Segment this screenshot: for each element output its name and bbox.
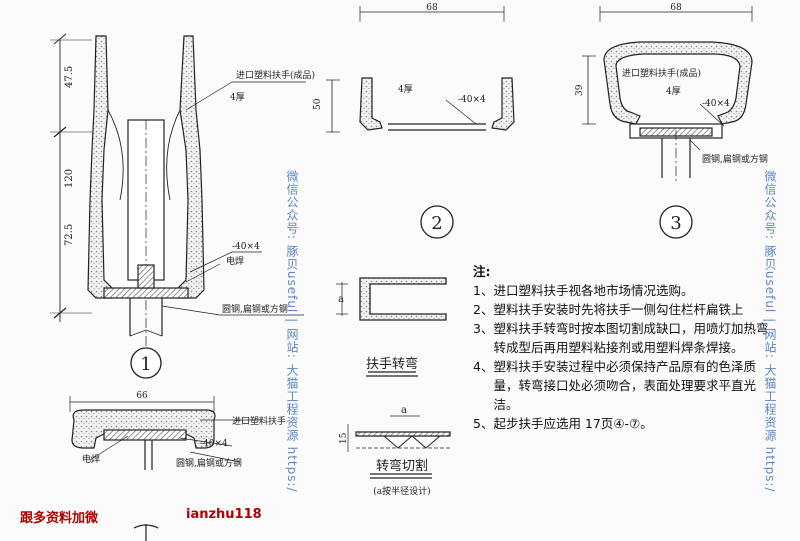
cut-subtitle: (a按半径设计) — [373, 485, 430, 497]
cut-dim-h: 15 — [339, 432, 349, 444]
note-item: 1、 进口塑料扶手视各地市场情况选购。 — [473, 281, 773, 300]
dim-120: 120 — [64, 169, 75, 188]
detail-1-steel: 圆钢,扁钢或方钢 — [222, 303, 288, 315]
detail-2-width: 68 — [426, 3, 438, 13]
section-weld-label: 电焊 — [82, 453, 100, 465]
detail-2-marker: 2 — [431, 213, 442, 234]
detail-1-marker: 1 — [140, 354, 151, 375]
notes-block: 注: 1、 进口塑料扶手视各地市场情况选购。 2、 塑料扶手安装时先将扶手一侧勾… — [473, 262, 773, 433]
note-item: 5、 起步扶手应选用 17页④-⑦。 — [473, 414, 773, 433]
watermark-right: 微信公众号: 豚贝useful | 网站: 大猫工程资源 https:/ — [763, 170, 777, 493]
cut-diagram — [347, 415, 451, 479]
dim-47-5: 47.5 — [64, 66, 75, 88]
bend-dim: a — [338, 294, 344, 305]
note-text: 塑料扶手转弯时按本图切割成缺口，用喷灯加热弯转成型后再用塑料粘接剂或用塑料焊条焊… — [493, 321, 769, 355]
note-num: 5、 — [473, 416, 494, 431]
handrail-section — [69, 396, 260, 541]
detail-3-flatbar: -40×4 — [702, 99, 730, 109]
detail-3-profile — [582, 6, 753, 239]
detail-3-steel: 圆钢,扁钢或方钢 — [702, 153, 768, 165]
detail-1-flatbar: -40×4 — [232, 242, 260, 252]
bend-title: 扶手转弯 — [366, 356, 418, 372]
detail-3-height: 39 — [575, 84, 585, 96]
note-num: 4、 — [473, 359, 494, 374]
section-width: 66 — [136, 391, 148, 401]
cut-title: 转弯切割 — [376, 458, 428, 474]
footer-right-text: ianzhu118 — [186, 507, 262, 522]
dim-72-5: 72.5 — [64, 224, 75, 246]
note-text: 塑料扶手安装时先将扶手一侧勾住栏杆扁铁上 — [493, 302, 744, 317]
detail-2-thickness: 4厚 — [398, 84, 413, 95]
detail-1-top-label: 进口塑料扶手(成品) — [236, 69, 315, 81]
detail-3-thickness: 4厚 — [666, 86, 681, 97]
footer-left-text: 跟多资料加微 — [20, 511, 99, 526]
detail-1-elevation — [50, 33, 306, 379]
note-item: 4、 塑料扶手安装过程中必须保持产品原有的色泽质量，转弯接口处必须吻合，表面处理… — [473, 357, 773, 414]
section-flatbar-label: -40×4 — [200, 439, 228, 449]
note-item: 2、 塑料扶手安装时先将扶手一侧勾住栏杆扁铁上 — [473, 300, 773, 319]
detail-2-profile — [326, 6, 515, 239]
note-item: 3、 塑料扶手转弯时按本图切割成缺口，用喷灯加热弯转成型后再用塑料粘接剂或用塑料… — [473, 319, 773, 357]
watermark-left: 微信公众号: 豚贝useful | 网站: 大猫工程资源 https:/ — [285, 170, 299, 493]
section-plastic-label: 进口塑料扶手 — [232, 415, 286, 427]
section-steel-label: 圆钢,扁钢或方钢 — [176, 457, 242, 469]
note-text: 进口塑料扶手视各地市场情况选购。 — [493, 283, 694, 298]
note-text: 塑料扶手安装过程中必须保持产品原有的色泽质量，转弯接口处必须吻合，表面处理要求平… — [493, 359, 756, 412]
note-num: 1、 — [473, 283, 494, 298]
cut-dim-a: a — [401, 405, 407, 416]
note-text: 起步扶手应选用 17页④-⑦。 — [493, 416, 653, 431]
detail-1-thickness: 4厚 — [230, 92, 245, 103]
detail-2-height: 50 — [313, 98, 323, 110]
detail-3-top-label: 进口塑料扶手(成品) — [622, 67, 701, 79]
detail-3-marker: 3 — [670, 213, 681, 234]
note-num: 2、 — [473, 302, 494, 317]
detail-2-flatbar: -40×4 — [458, 95, 486, 105]
bend-diagram — [336, 277, 447, 377]
notes-heading: 注: — [473, 264, 491, 279]
detail-1-weld: 电焊 — [226, 255, 244, 267]
detail-3-width: 68 — [670, 3, 682, 13]
note-num: 3、 — [473, 321, 494, 336]
